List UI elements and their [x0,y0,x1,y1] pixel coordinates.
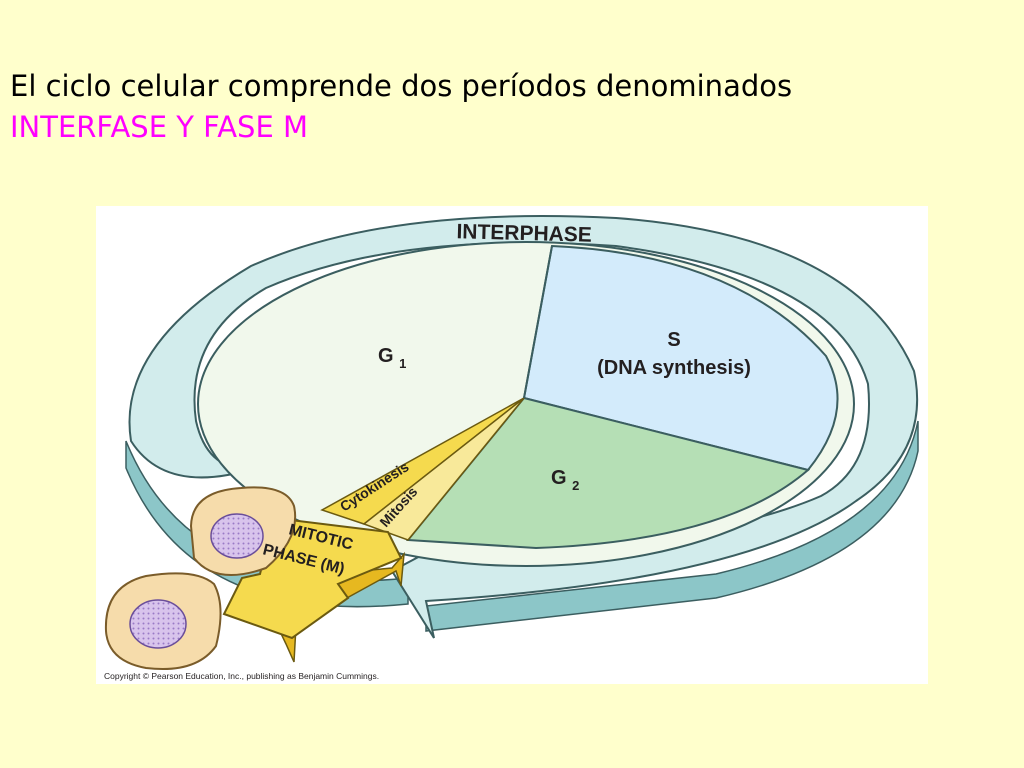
g2-letter: G [551,467,567,489]
title-line-2: INTERFASE Y FASE M [10,110,309,144]
g1-letter: G [378,345,394,367]
cell-cycle-diagram: INTERPHASE G 1 S (DNA synthesis) G 2 Cyt… [104,215,919,681]
g2-label: G 2 [551,467,579,493]
g2-sector [405,396,811,550]
cell-cycle-figure: INTERPHASE G 1 S (DNA synthesis) G 2 Cyt… [96,206,928,684]
interphase-label: INTERPHASE [456,220,592,247]
g1-subscript: 1 [399,356,406,371]
s-sector [522,244,839,472]
g2-subscript: 2 [572,478,579,493]
title-line-1: El ciclo celular comprende dos períodos … [10,69,793,103]
s-label: S [667,329,680,351]
g1-label: G 1 [378,345,406,371]
cell-bottom [104,572,222,670]
ring-side-right [425,420,919,632]
slide-title: El ciclo celular comprende dos períodos … [10,66,792,148]
copyright-text: Copyright © Pearson Education, Inc., pub… [104,671,379,681]
cell-top [189,486,297,577]
s-description: (DNA synthesis) [597,357,751,379]
